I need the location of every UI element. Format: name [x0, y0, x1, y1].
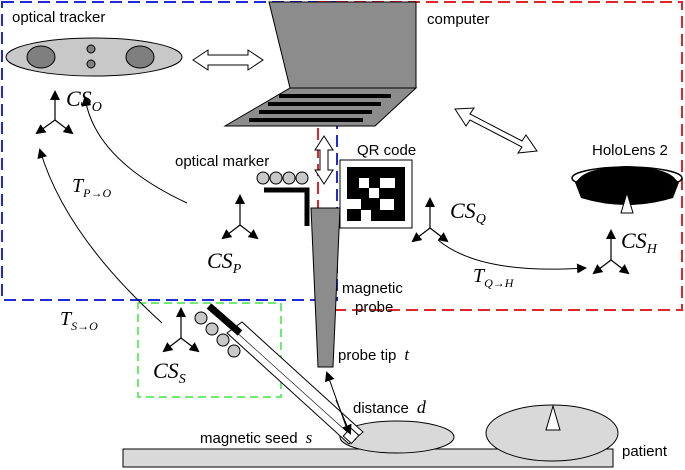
- cs-s-axes: [162, 307, 200, 353]
- cs-s-label: CSS: [153, 358, 186, 387]
- distance-arrow-back: [335, 399, 352, 435]
- seed-region: [137, 302, 282, 398]
- transform-p-to-o-arrow: [81, 96, 188, 204]
- distance-arrow: [324, 371, 348, 430]
- cs-p-axes: [221, 194, 259, 240]
- optical-marker-icon: [256, 171, 310, 226]
- optical-tracker-region: [1, 1, 338, 301]
- cs-q-axes: [411, 197, 449, 243]
- hololens-icon: [571, 166, 683, 214]
- patient-label: patient: [622, 443, 668, 460]
- transform-p-to-o-label: TP→O: [72, 175, 111, 200]
- transform-s-to-o-arrow: [37, 148, 163, 324]
- computer-label: computer: [427, 11, 490, 28]
- transform-q-to-h-label: TQ→H: [473, 265, 515, 290]
- patient-body: [339, 404, 619, 462]
- magnetic-probe-label-line1: magnetic: [342, 280, 403, 297]
- cs-h-label: CSH: [621, 228, 658, 257]
- optical-tracker-device: [5, 37, 183, 77]
- cs-o-axes: [35, 90, 74, 135]
- optical-tracker-label: optical tracker: [12, 9, 105, 26]
- computer-icon: [223, 1, 418, 127]
- hololens-label: HoloLens 2: [592, 142, 668, 159]
- distance-label: distance d: [353, 397, 427, 417]
- computer-hololens-double-arrow: [454, 107, 538, 154]
- cs-q-label: CSQ: [450, 198, 486, 227]
- cs-p-label: CSP: [207, 248, 242, 277]
- optical-marker-label: optical marker: [175, 153, 269, 170]
- magnetic-probe-label-line2: probe: [355, 299, 393, 316]
- probe-tip-label: probe tip t: [338, 345, 410, 364]
- magnetic-seed-applicator: [194, 303, 364, 445]
- magnetic-seed-label: magnetic seed s: [200, 428, 313, 447]
- cs-h-axes: [592, 229, 630, 275]
- tracker-computer-double-arrow: [192, 49, 264, 71]
- hololens-region: [317, 1, 683, 311]
- transform-q-to-h-arrow: [437, 239, 587, 274]
- magnetic-probe-icon: [310, 207, 341, 368]
- qr-code-icon: [339, 159, 413, 229]
- computer-probe-double-arrow: [314, 135, 334, 185]
- cs-o-label: CSO: [66, 86, 102, 115]
- qr-code-label: QR code: [357, 142, 416, 159]
- transform-s-to-o-label: TS→O: [60, 308, 98, 333]
